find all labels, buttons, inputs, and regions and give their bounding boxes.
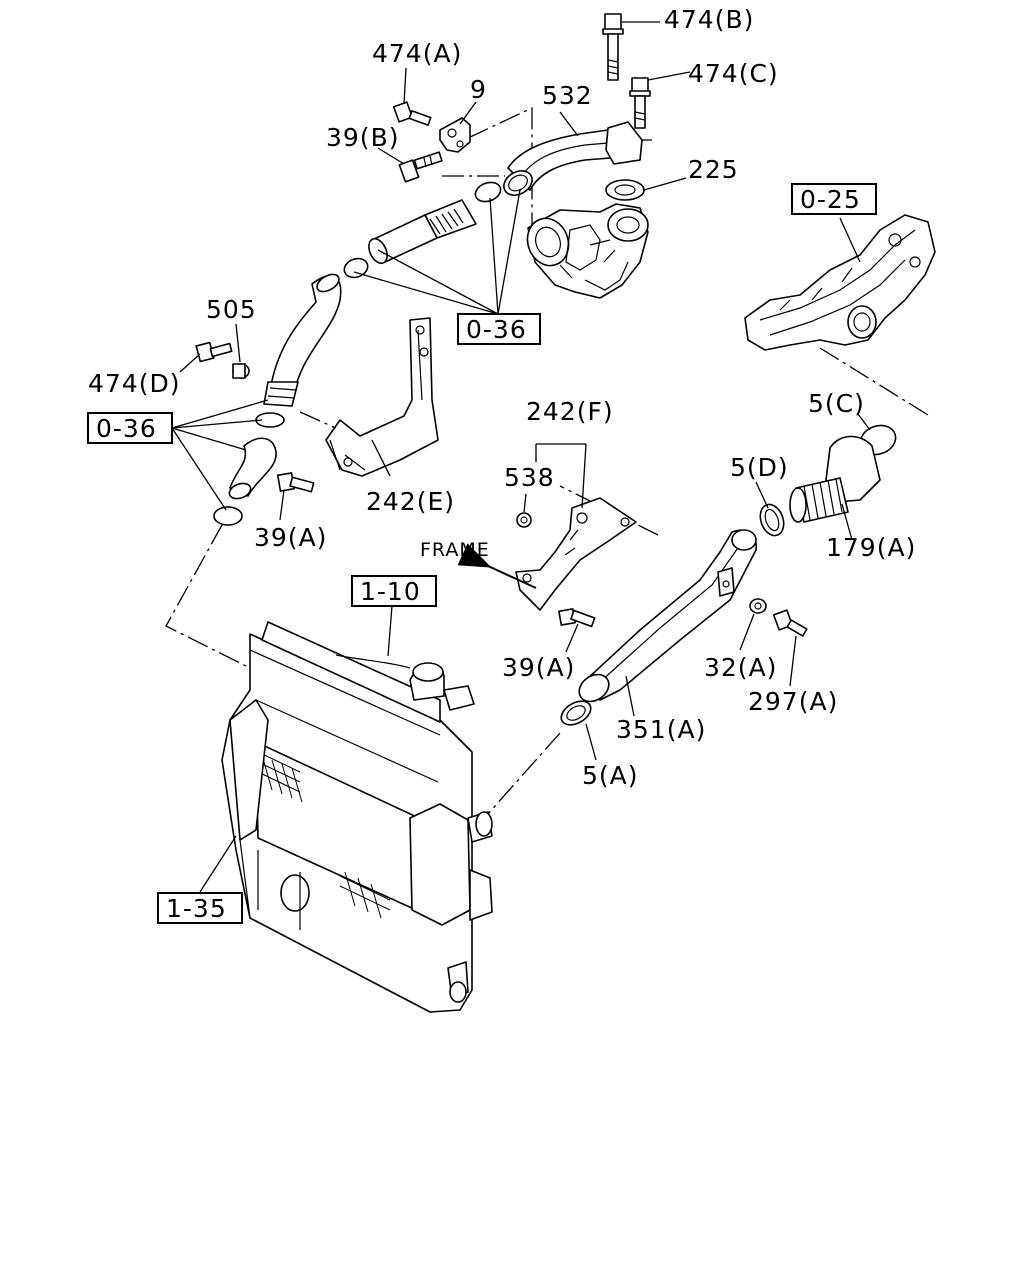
left-bent-hose [263, 273, 342, 407]
intake-manifold [744, 214, 936, 351]
label-532: 532 [542, 81, 593, 110]
label-5a: 5(A) [582, 761, 639, 790]
bolt-39b [398, 151, 443, 183]
bolt-39a-left [276, 472, 315, 493]
part-labels: 474(B) 474(A) 9 532 474(C) 39(B) 225 505… [88, 5, 916, 790]
ref-0-36-left: 0-36 [87, 412, 173, 444]
spacer-505 [232, 363, 250, 379]
nut-538 [516, 512, 532, 528]
bolt-474a [392, 101, 432, 126]
svg-text:0-36: 0-36 [466, 315, 527, 344]
bolt-474c [629, 77, 651, 129]
label-5c: 5(C) [808, 389, 865, 418]
bolt-297a [772, 609, 808, 637]
label-538: 538 [504, 463, 555, 492]
label-225: 225 [688, 155, 739, 184]
frame-direction-arrow [457, 543, 537, 589]
hose-179a [789, 424, 897, 523]
bracket-9 [439, 117, 471, 153]
label-32a: 32(A) [704, 653, 777, 682]
label-39a-mid: 39(A) [502, 653, 575, 682]
svg-text:0-36: 0-36 [96, 414, 157, 443]
label-474a: 474(A) [372, 39, 462, 68]
clamp-5a [560, 700, 592, 726]
label-351a: 351(A) [616, 715, 706, 744]
left-short-hose [213, 412, 285, 526]
bracket-242e [325, 317, 439, 477]
svg-text:0-25: 0-25 [800, 185, 861, 214]
label-frame: FRAME [420, 539, 490, 561]
label-505: 505 [206, 295, 257, 324]
label-297a: 297(A) [748, 687, 838, 716]
bracket-242f [515, 497, 637, 611]
upper-hose-assembly [343, 181, 502, 279]
label-474b: 474(B) [664, 5, 754, 34]
label-474c: 474(C) [688, 59, 779, 88]
ref-1-35: 1-35 [157, 892, 243, 924]
gasket-225 [605, 179, 645, 201]
bolt-39a-mid [558, 608, 596, 628]
bolt-474d [195, 341, 233, 363]
label-179a: 179(A) [826, 533, 916, 562]
label-9: 9 [470, 75, 487, 104]
washer-32a [749, 598, 767, 614]
label-39a-left: 39(A) [254, 523, 327, 552]
ref-0-25: 0-25 [791, 183, 877, 215]
ref-0-36-top: 0-36 [457, 313, 541, 345]
reference-boxes: 0-36 0-36 0-25 1-10 1-35 [87, 183, 877, 924]
leader-lines [171, 21, 871, 893]
label-242e: 242(E) [366, 487, 455, 516]
pipe-532 [503, 121, 643, 196]
svg-text:1-10: 1-10 [360, 577, 421, 606]
svg-text:1-35: 1-35 [166, 894, 227, 923]
ref-1-10: 1-10 [351, 575, 437, 607]
label-5d: 5(D) [730, 453, 789, 482]
label-39b: 39(B) [326, 123, 399, 152]
label-474d: 474(D) [88, 369, 180, 398]
clamp-5d [759, 503, 785, 537]
label-242f: 242(F) [526, 397, 614, 426]
bolt-474b [602, 13, 624, 81]
radiator-assembly [221, 621, 493, 1013]
connection-lines [165, 106, 929, 816]
pipe-351a [578, 529, 757, 703]
turbocharger [526, 203, 649, 299]
